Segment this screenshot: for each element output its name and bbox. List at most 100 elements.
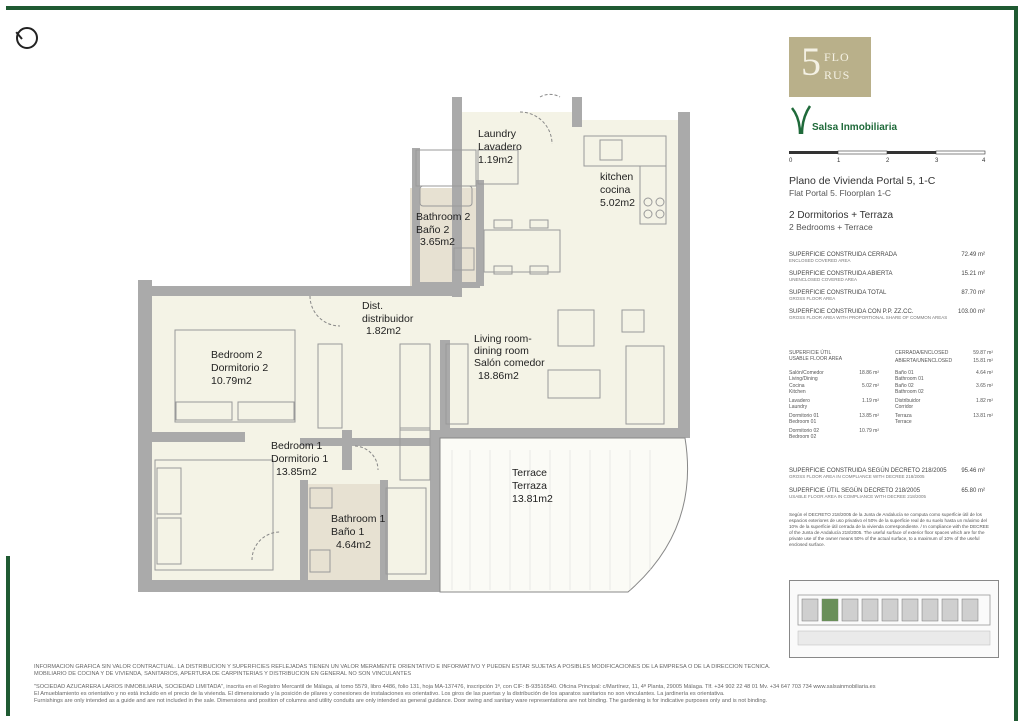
usable-open-label: ABIERTA/UNENCLOSED xyxy=(895,358,953,364)
floor-plan: Laundry Lavadero 1.19m2 kitchen cocina 5… xyxy=(138,93,690,593)
area-label: SUPERFICIE CONSTRUIDA CERRADA xyxy=(789,252,898,258)
area-sub: GROSS FLOOR AREA xyxy=(789,296,836,301)
room-area-laundry: 1.19m2 xyxy=(478,154,513,166)
decree-label: SUPERFICIE ÚTIL SEGÚN DECRETO 218/2005 xyxy=(789,488,921,494)
usable-sub: Kitchen xyxy=(789,389,806,395)
usable-value: 3.65 m² xyxy=(976,383,993,389)
usable-sub: Bedroom 01 xyxy=(789,419,817,425)
area-sub: ENCLOSED COVERED AREA xyxy=(789,258,851,263)
footer-line: INFORMACIÓN GRÁFICA SIN VALOR CONTRACTUA… xyxy=(34,664,771,670)
usable-value: 4.64 m² xyxy=(976,370,993,376)
scale-tick: 0 xyxy=(789,158,793,164)
usable-label: Distribuidor xyxy=(895,398,921,404)
room-label-dining-room: dining room xyxy=(474,345,529,357)
bathroom-1-furniture xyxy=(309,487,427,575)
terrace xyxy=(439,437,689,593)
usable-sub: Living/Dining xyxy=(789,376,818,382)
area-value: 103.00 m² xyxy=(957,309,985,315)
logo-numeral: 5 xyxy=(801,39,821,84)
room-label-living-room-es: Salón comedor xyxy=(474,357,545,369)
room-label-terrace: Terrace xyxy=(512,467,547,479)
plan-rooms-en: 2 Bedrooms + Terrace xyxy=(789,222,873,232)
kitchen-furniture xyxy=(483,135,667,275)
footer-line: MOBILIARIO DE COCINA Y DE VIVIENDA, SANI… xyxy=(34,671,412,677)
usable-label: Lavadero xyxy=(789,398,810,404)
scale-tick: 3 xyxy=(935,158,939,164)
area-row: SUPERFICIE CONSTRUIDA TOTAL GROSS FLOOR … xyxy=(789,290,989,301)
plan-title-es: Plano de Vivienda Portal 5, 1-C xyxy=(789,175,936,187)
frame-top-border xyxy=(6,6,1018,10)
salsa-leaf-icon xyxy=(791,105,812,135)
room-area-bathroom-1: 4.64m2 xyxy=(336,539,371,551)
room-label-kitchen-es: cocina xyxy=(600,184,631,196)
scale-tick: 1 xyxy=(837,158,841,164)
frame-right-border xyxy=(1014,6,1018,721)
area-value: 87.70 m² xyxy=(961,290,985,296)
room-labels: Laundry Lavadero 1.19m2 kitchen cocina 5… xyxy=(211,128,635,551)
scale-tick: 2 xyxy=(886,158,890,164)
bedroom-2-furniture xyxy=(174,329,343,429)
usable-enclosed-value: 59.87 m² xyxy=(973,350,993,356)
usable-enclosed: CERRADA/ENCLOSED 59.87 m² xyxy=(895,350,993,356)
area-row: SUPERFICIE CONSTRUIDA ABIERTA UNENCLOSED… xyxy=(789,271,989,282)
room-label-bathroom-1-es: Baño 1 xyxy=(331,526,364,538)
footer-line: El Amueblamiento es orientativo y no est… xyxy=(34,691,725,697)
area-row: SUPERFICIE CONSTRUIDA CERRADA ENCLOSED C… xyxy=(789,252,989,263)
area-label: SUPERFICIE CONSTRUIDA CON P.P. ZZ.CC. xyxy=(789,309,914,315)
decree-label: SUPERFICIE CONSTRUIDA SEGÚN DECRETO 218/… xyxy=(789,468,947,474)
usable-label: Cocina xyxy=(789,383,805,389)
room-area-distributor: 1.82m2 xyxy=(366,325,401,337)
room-label-kitchen: kitchen xyxy=(600,171,633,183)
living-room-furniture xyxy=(445,309,665,425)
room-label-bathroom-2: Bathroom 2 xyxy=(416,211,470,223)
area-value: 15.21 m² xyxy=(961,271,985,277)
decree-value: 95.46 m² xyxy=(961,468,985,474)
usable-open-value: 15.81 m² xyxy=(973,358,993,364)
floris-logo: 5 FLO RUS xyxy=(789,37,871,97)
room-label-distributor: Dist. xyxy=(362,300,383,312)
usable-label: Terraza xyxy=(895,413,912,419)
room-area-bedroom-1: 13.85m2 xyxy=(276,466,317,478)
room-area-bathroom-2: 3.65m2 xyxy=(420,236,455,248)
room-area-kitchen: 5.02m2 xyxy=(600,197,635,209)
room-label-bathroom-1: Bathroom 1 xyxy=(331,513,385,525)
usable-header-sub: USABLE FLOOR AREA xyxy=(789,356,843,362)
area-label: SUPERFICIE CONSTRUIDA TOTAL xyxy=(789,290,887,296)
decree-row: SUPERFICIE ÚTIL SEGÚN DECRETO 218/2005 U… xyxy=(789,488,989,499)
decree-row: SUPERFICIE CONSTRUIDA SEGÚN DECRETO 218/… xyxy=(789,468,989,479)
floor-areas xyxy=(150,112,685,590)
area-value: 72.49 m² xyxy=(961,252,985,258)
usable-value: 18.86 m² xyxy=(859,370,879,376)
usable-sub: Bedroom 02 xyxy=(789,434,817,440)
usable-value: 5.02 m² xyxy=(862,383,879,389)
usable-header-label: SUPERFICIE ÚTIL xyxy=(789,350,832,356)
room-area-terrace: 13.81m2 xyxy=(512,493,553,505)
brand-name: Salsa Inmobiliaria xyxy=(812,122,898,133)
logo-line-1: FLO xyxy=(824,50,850,64)
plan-rooms-es: 2 Dormitorios + Terraza xyxy=(789,210,894,221)
usable-sub: Bathroom 01 xyxy=(895,376,924,382)
usable-sub: Corridor xyxy=(895,404,914,410)
usable-label: Dormitorio 01 xyxy=(789,413,820,419)
room-label-living-room: Living room- xyxy=(474,333,532,345)
room-label-terrace-es: Terraza xyxy=(512,480,547,492)
usable-open: ABIERTA/UNENCLOSED 15.81 m² xyxy=(895,358,993,364)
usable-value: 13.85 m² xyxy=(859,413,879,419)
usable-header: SUPERFICIE ÚTIL USABLE FLOOR AREA xyxy=(789,350,889,362)
frame-left-border xyxy=(6,556,10,716)
bathroom-1-floor xyxy=(306,484,386,580)
decree-sub: GROSS FLOOR AREA IN COMPLIANCE WITH DECR… xyxy=(789,474,925,479)
north-arrow-icon xyxy=(16,27,38,49)
bedroom-1-furniture xyxy=(154,343,431,571)
walls xyxy=(138,97,690,592)
footer-line: Furnishings are only intended as a guide… xyxy=(34,698,768,704)
usable-enclosed-label: CERRADA/ENCLOSED xyxy=(895,350,949,356)
usable-label: Baño 01 xyxy=(895,370,914,376)
scale-bar: 0 1 2 3 4 xyxy=(789,150,986,164)
